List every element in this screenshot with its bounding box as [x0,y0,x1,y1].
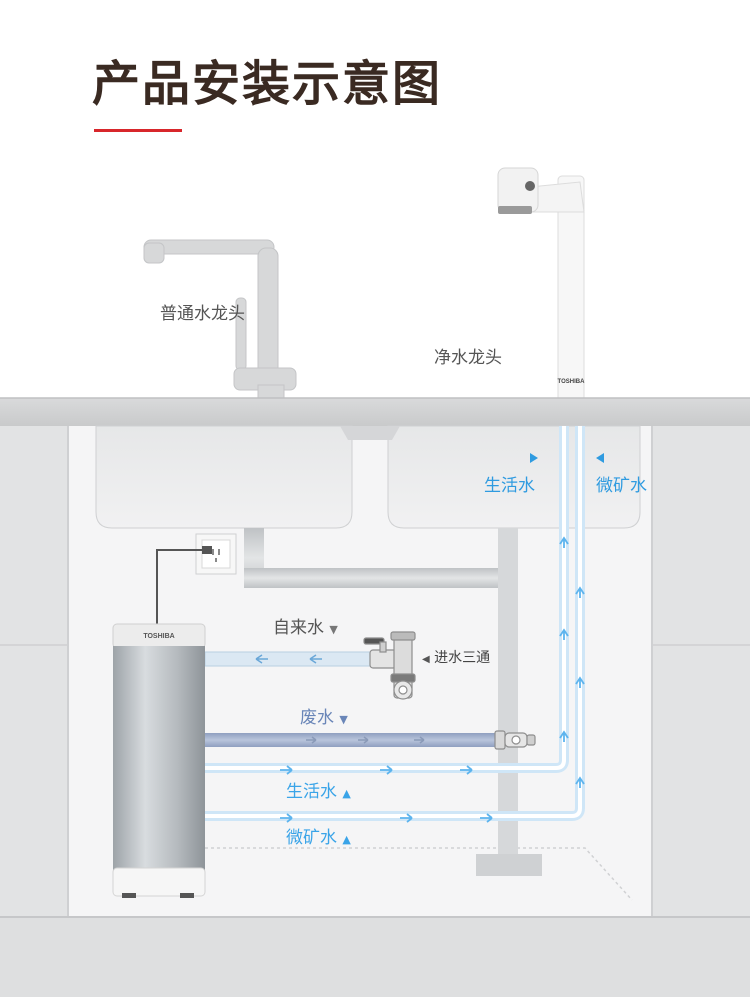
countertop [0,398,750,426]
label-living-water-bottom: 生活水 ▲ [286,784,351,801]
arrow-up-icon: ▲ [342,787,351,800]
label-mineral-water-top: 微矿水 [596,476,647,496]
cabinet-floor [0,917,750,997]
waste-water-pipe [205,733,497,747]
arrow-left-icon: ◀ [422,654,430,665]
arrow-down-icon: ▼ [329,623,338,636]
waste-water-clamp [494,730,536,750]
label-tap-water-text: 自来水 [273,618,324,638]
purified-faucet [497,167,585,402]
label-waste-water-text: 废水 [300,708,334,728]
tap-water-pipe [204,651,376,667]
purifier-brand-label: TOSHIBA [143,633,174,640]
cabinet-left-panel [0,425,68,917]
living-water-flow-arrows [280,536,569,775]
ordinary-faucet [143,239,297,404]
mineral-water-flow-arrows [280,586,585,823]
label-inlet-tee-text: 进水三通 [434,650,491,666]
page-title: 产品安装示意图 [92,56,443,112]
label-waste-water: 废水 ▼ [300,710,348,727]
arrow-down-icon: ▼ [339,713,348,726]
mineral-water-marker-icon [596,453,604,463]
waste-water-flow-arrows [306,736,425,744]
power-cable [156,549,212,624]
power-plug [202,546,212,554]
mineral-water-tube [205,426,585,821]
tap-water-flow-arrows [255,654,322,664]
water-purifier [112,623,206,898]
arrow-up-icon: ▲ [342,833,351,846]
living-water-marker-icon [530,453,538,463]
label-ordinary-faucet: 普通水龙头 [160,304,245,324]
title-underline [94,129,182,132]
faucet-brand-label: TOSHIBA [558,379,586,385]
living-water-tube [205,426,569,773]
label-living-water-top: 生活水 [484,476,535,496]
cabinet-right-panel [652,425,750,917]
label-purified-faucet: 净水龙头 [434,348,502,368]
label-mineral-water-bottom: 微矿水 ▲ [286,830,351,847]
cabinet-shelf-outline [205,847,633,901]
inlet-tee-valve [363,631,416,700]
label-living-water-bottom-text: 生活水 [286,782,337,802]
drain-pipes [244,528,542,876]
label-mineral-water-bottom-text: 微矿水 [286,828,337,848]
label-inlet-tee: ◀ 进水三通 [422,651,490,665]
label-tap-water: 自来水 ▼ [273,620,338,637]
